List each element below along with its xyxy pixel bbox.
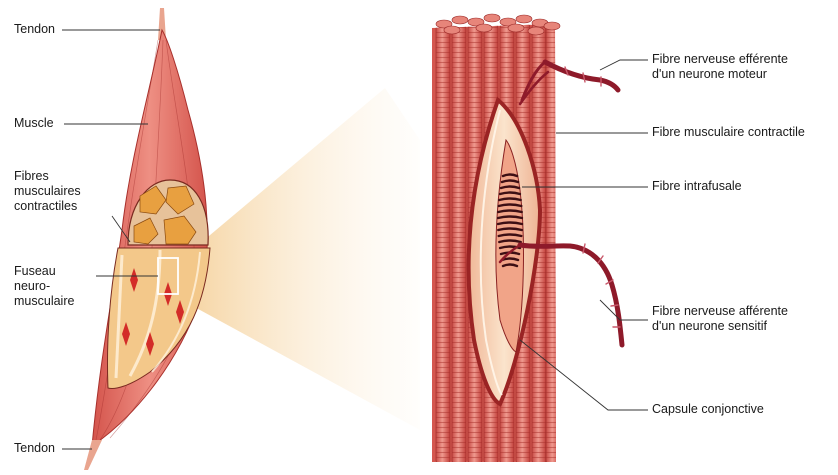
label-intrafusal-fiber: Fibre intrafusale — [652, 179, 742, 194]
label-efferent-fiber: Fibre nerveuse efférente d'un neurone mo… — [652, 52, 788, 82]
label-contractile-line-3: contractiles — [14, 199, 81, 214]
fiber-end — [484, 14, 500, 22]
label-efferent-line-1: Fibre nerveuse efférente — [652, 52, 788, 67]
fiber-end — [516, 15, 532, 23]
fiber-end — [528, 27, 544, 35]
label-afferent-fiber: Fibre nerveuse afférente d'un neurone se… — [652, 304, 788, 334]
tendon-bottom — [84, 440, 102, 470]
muscle-illustration — [84, 8, 210, 470]
label-spindle: Fuseau neuro- musculaire — [14, 264, 74, 309]
label-tendon-top: Tendon — [14, 22, 55, 37]
label-capsule: Capsule conjonctive — [652, 402, 764, 417]
label-muscle: Muscle — [14, 116, 54, 131]
fiber-end — [508, 24, 524, 32]
zoom-cone — [178, 88, 420, 430]
label-spindle-line-3: musculaire — [14, 294, 74, 309]
fiber-end — [452, 16, 468, 24]
label-contractile-line-2: musculaires — [14, 184, 81, 199]
label-afferent-line-2: d'un neurone sensitif — [652, 319, 788, 334]
label-efferent-line-2: d'un neurone moteur — [652, 67, 788, 82]
label-contractile-fibres: Fibres musculaires contractiles — [14, 169, 81, 214]
label-contractile-fiber: Fibre musculaire contractile — [652, 125, 805, 140]
label-afferent-line-1: Fibre nerveuse afférente — [652, 304, 788, 319]
fiber-end — [544, 22, 560, 30]
label-spindle-line-1: Fuseau — [14, 264, 74, 279]
fiber-end — [444, 26, 460, 34]
label-contractile-line-1: Fibres — [14, 169, 81, 184]
fiber-striation — [452, 22, 466, 466]
label-tendon-bottom: Tendon — [14, 441, 55, 456]
label-spindle-line-2: neuro- — [14, 279, 74, 294]
fiber-end — [476, 24, 492, 32]
fiber-striation — [436, 22, 450, 466]
